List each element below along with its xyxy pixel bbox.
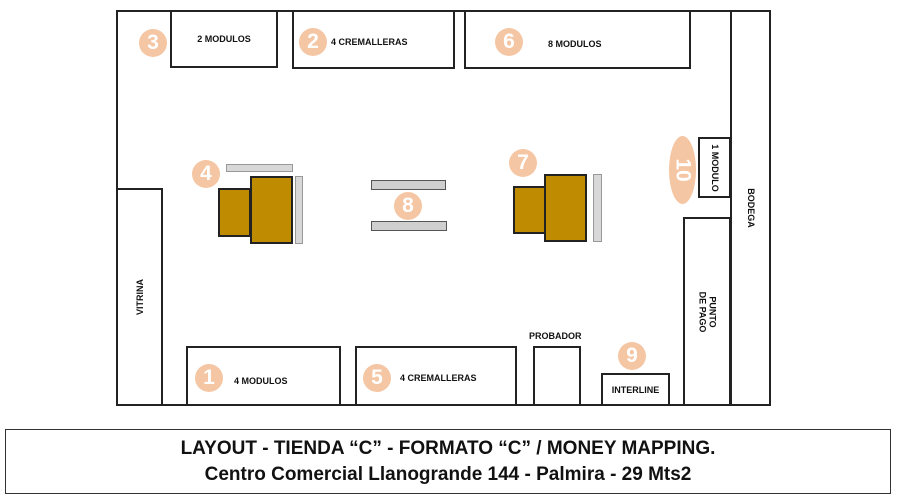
zone-1-label: 4 MODULOS	[234, 376, 288, 386]
marker-10: 10	[669, 136, 696, 204]
marker-1: 1	[195, 364, 223, 392]
title-line-2: Centro Comercial Llanogrande 144 - Palmi…	[204, 464, 692, 485]
marker-7: 7	[509, 149, 537, 177]
rack-bar	[371, 180, 446, 190]
zone-1-box: 4 MODULOS	[186, 346, 341, 406]
shelf-bar	[295, 176, 303, 244]
vitrina: VITRINA	[116, 188, 163, 406]
marker-2: 2	[299, 28, 327, 56]
title-box: LAYOUT - TIENDA “C” - FORMATO “C” / MONE…	[5, 429, 891, 494]
zone-9-label: INTERLINE	[611, 384, 660, 395]
zone-2-label: 4 CREMALLERAS	[331, 37, 408, 47]
table-small	[218, 188, 251, 237]
title-line-1: LAYOUT - TIENDA “C” - FORMATO “C” / MONE…	[180, 438, 716, 459]
zone-3-label: 2 MODULOS	[197, 34, 251, 44]
probador	[533, 346, 581, 406]
shelf-bar	[226, 164, 293, 172]
rack-bar	[371, 221, 447, 231]
bodega-label: BODEGA	[745, 188, 756, 228]
marker-6: 6	[495, 28, 523, 56]
vitrina-label: VITRINA	[134, 279, 145, 315]
table-large	[544, 174, 587, 242]
probador-label: PROBADOR	[529, 331, 582, 341]
marker-3: 3	[139, 29, 167, 57]
marker-4: 4	[192, 160, 220, 188]
punto-line1: PUNTO	[707, 295, 717, 328]
zone-10-box: 1 MODULO	[698, 137, 731, 198]
marker-10-number: 10	[671, 158, 695, 182]
bodega: BODEGA	[730, 10, 771, 406]
zone-9-box: INTERLINE	[601, 373, 670, 406]
table-small	[513, 186, 546, 234]
table-large	[250, 176, 293, 244]
marker-5: 5	[363, 364, 391, 392]
zone-6-label: 8 MODULOS	[548, 39, 602, 49]
marker-9: 9	[618, 342, 646, 370]
marker-8: 8	[394, 192, 422, 220]
zone-10-label: 1 MODULO	[709, 143, 720, 192]
shelf-bar	[593, 174, 602, 242]
zone-5-label: 4 CREMALLERAS	[400, 373, 477, 383]
punto-line2: DE PAGO	[697, 291, 707, 332]
zone-6-box: 8 MODULOS	[464, 10, 691, 69]
zone-3-box: 2 MODULOS	[170, 10, 278, 68]
